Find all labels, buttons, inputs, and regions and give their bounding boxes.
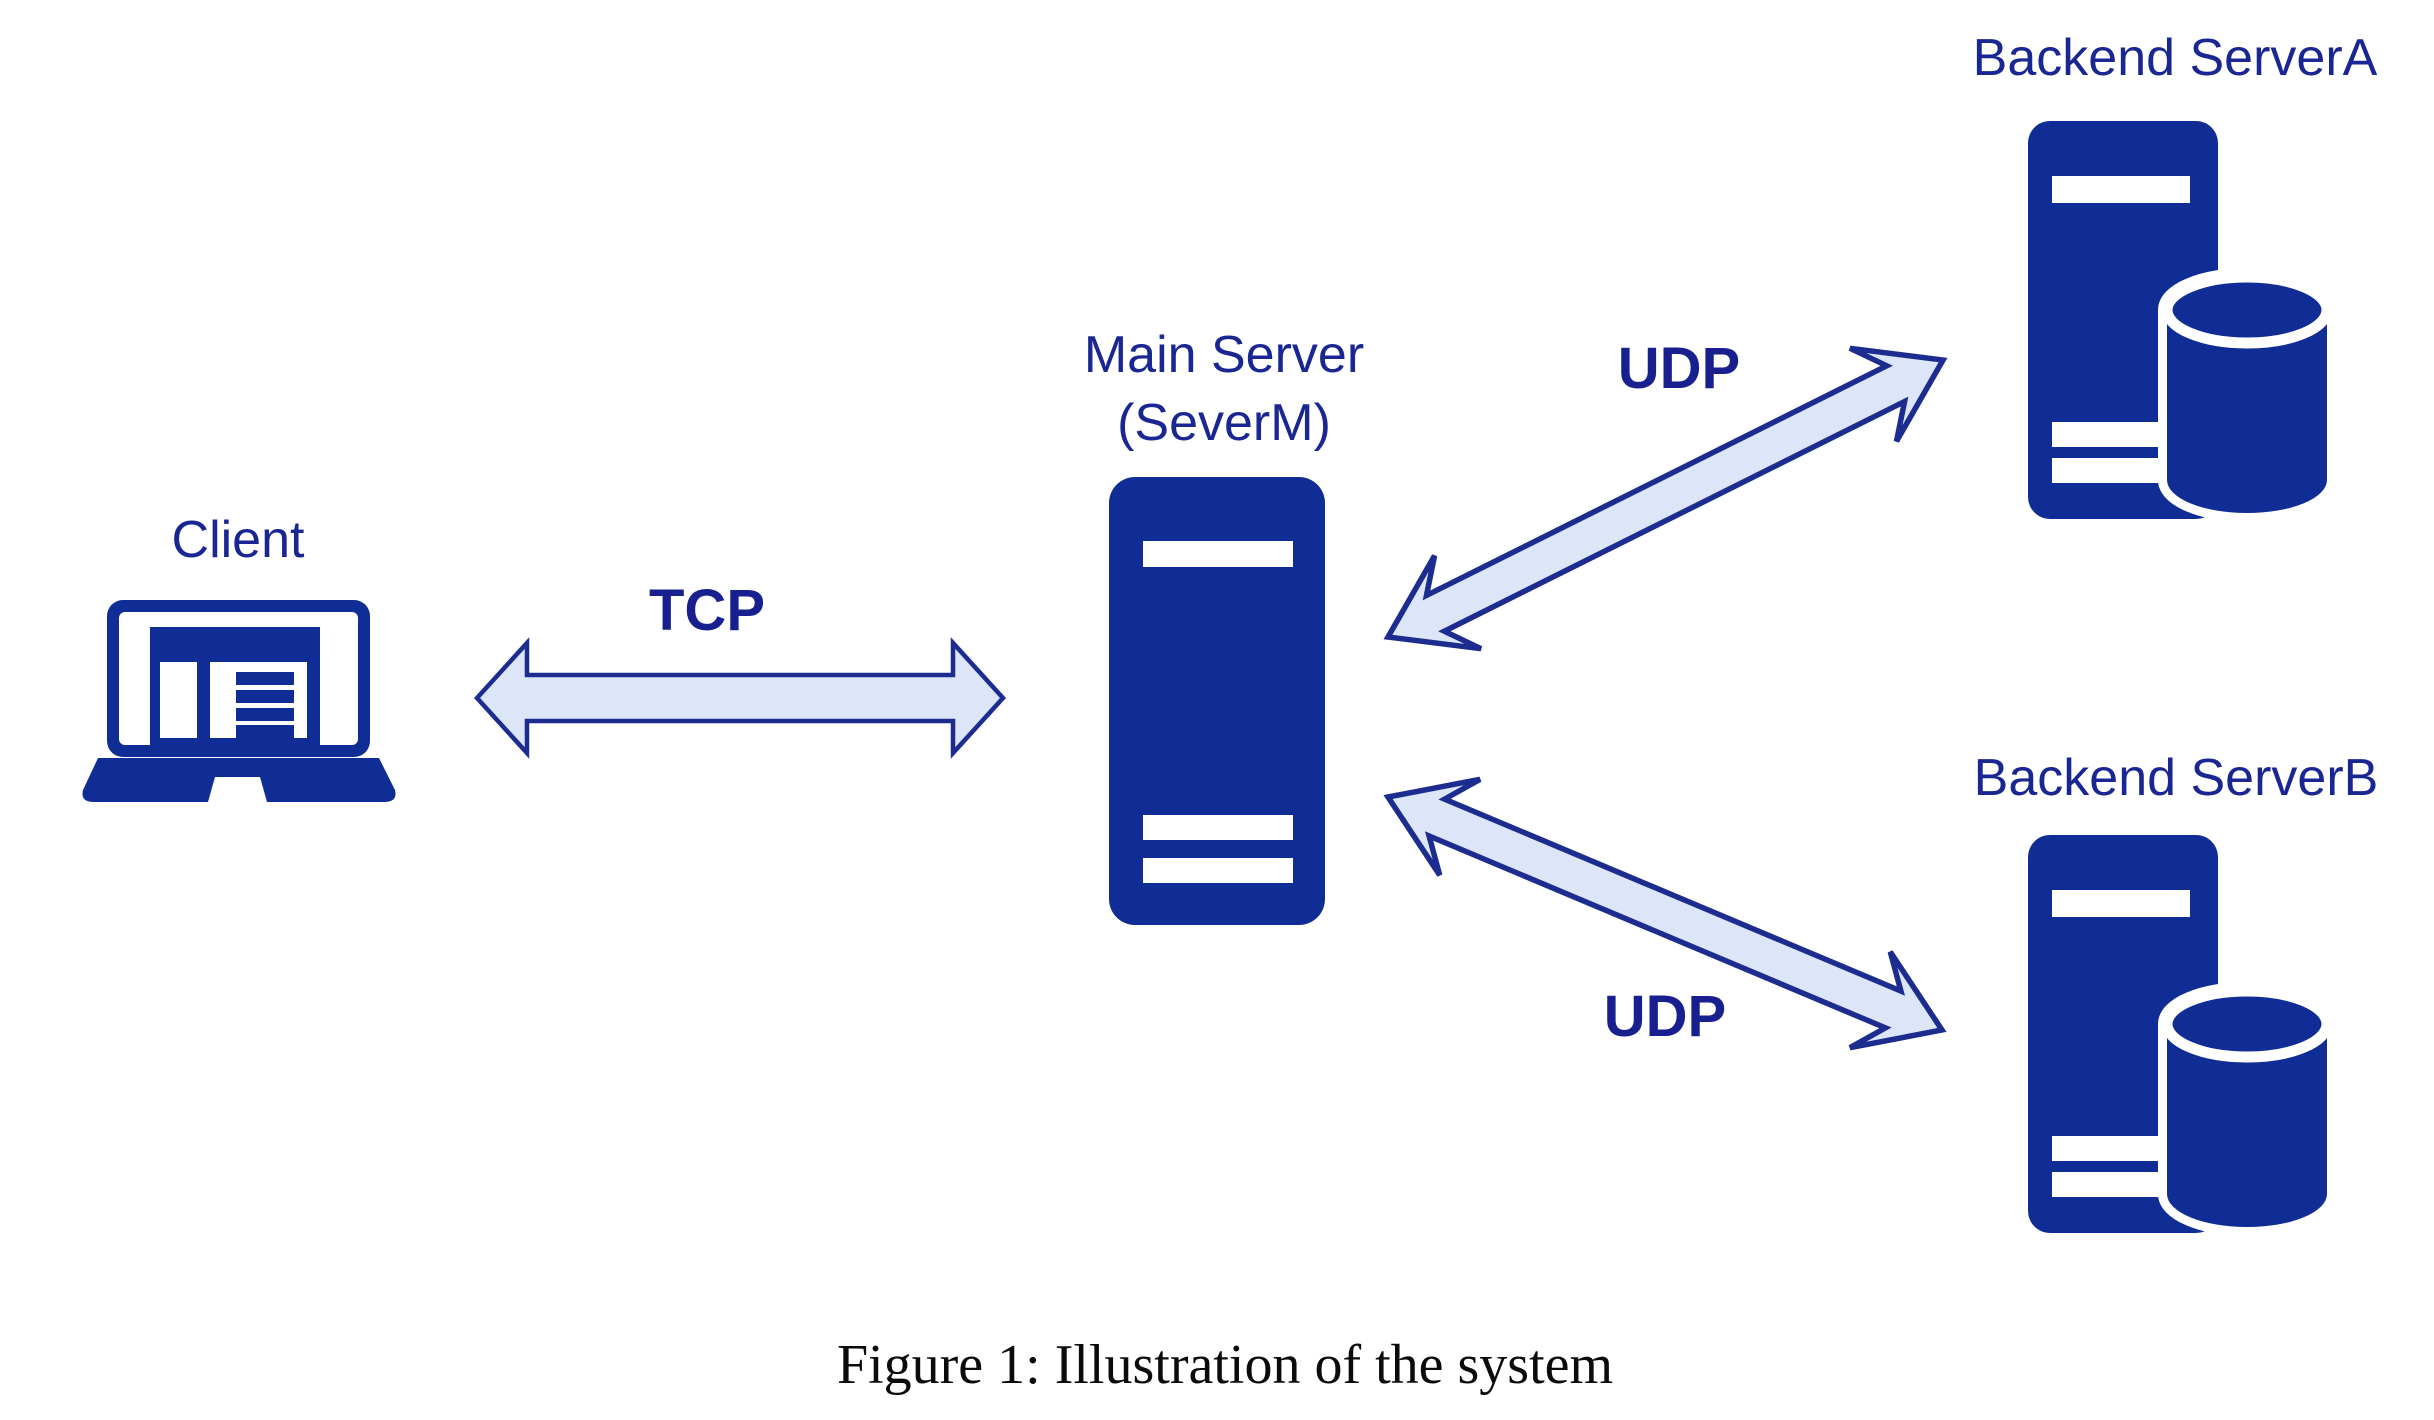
udp-link-a-label: UDP [1617,336,1741,401]
figure-caption: Figure 1: Illustration of the system [836,1334,1614,1396]
tcp-link-label: TCP [649,578,765,643]
laptop-icon [82,600,396,802]
backend-servera-label: Backend ServerA [1972,29,2378,87]
udp-link-b-label: UDP [1603,984,1727,1049]
main-server-label-line1: Main Server [1083,326,1365,384]
backend-serverb-label: Backend ServerB [1973,749,2379,807]
main-server-tower-icon [1109,477,1325,925]
backend-serverb-database-icon [2026,833,2342,1247]
main-server-label: Main Server (SeverM) [1084,322,1364,457]
tcp-arrow [473,637,1007,759]
main-server-label-line2: (SeverM) [1117,393,1331,452]
backend-servera-database-icon [2026,119,2342,533]
client-label: Client [171,511,305,569]
